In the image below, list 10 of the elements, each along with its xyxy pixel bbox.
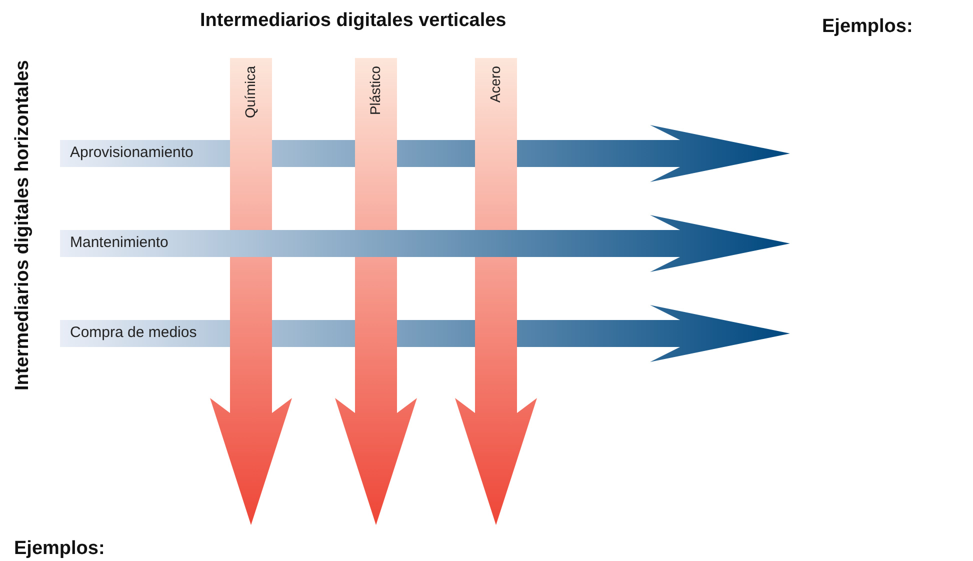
- category-label: Compra de medios: [70, 324, 197, 341]
- category-label: Mantenimiento: [70, 234, 168, 251]
- category-label: Plástico: [367, 66, 383, 116]
- axis-title: Intermediarios digitales horizontales: [12, 60, 34, 390]
- category-label: Acero: [487, 66, 503, 103]
- heading: Ejemplos:: [14, 538, 105, 560]
- category-label: Aprovisionamiento: [70, 144, 194, 161]
- heading: Intermediarios digitales verticales: [200, 10, 506, 32]
- category-label: Química: [242, 66, 258, 118]
- heading: Ejemplos:: [822, 16, 913, 38]
